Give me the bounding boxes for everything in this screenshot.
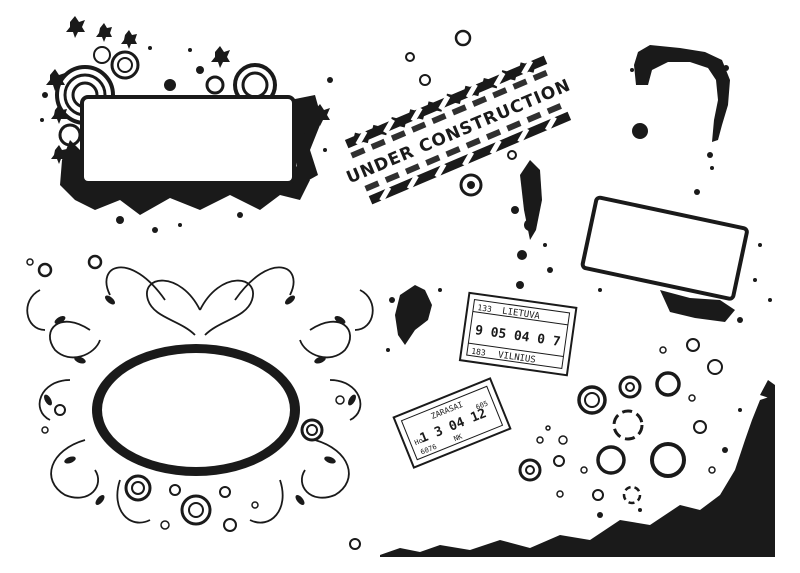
ornate-oval-frame	[26, 254, 374, 550]
under-construction-banner: UNDER CONSTRUCTION	[344, 55, 574, 205]
grunge-rect-frame-right	[580, 195, 772, 323]
grunge-question-mark	[630, 45, 730, 195]
ink-splat-middle	[386, 285, 442, 352]
grunge-rect-frame-topleft	[40, 16, 333, 233]
stamp-zarasai-bottom-mid: NK	[453, 432, 465, 443]
ink-drips	[511, 160, 553, 289]
stamp-zarasai-side-left: Ho	[413, 436, 424, 447]
banner-circles	[405, 29, 517, 197]
stamp-lietuva-num-left: 133	[477, 303, 493, 314]
stamp-zarasai: ZARASAI 1 3 04 12 Ho 605 6076 NK	[392, 377, 512, 469]
grunge-border-bottom-right	[380, 380, 775, 557]
stamp-lietuva-num-bottom: 183	[471, 347, 487, 358]
stamp-lietuva: 133 LIETUVA 9 05 04 0 7 183 VILNIUS	[458, 291, 578, 377]
circles-cluster	[518, 338, 723, 505]
